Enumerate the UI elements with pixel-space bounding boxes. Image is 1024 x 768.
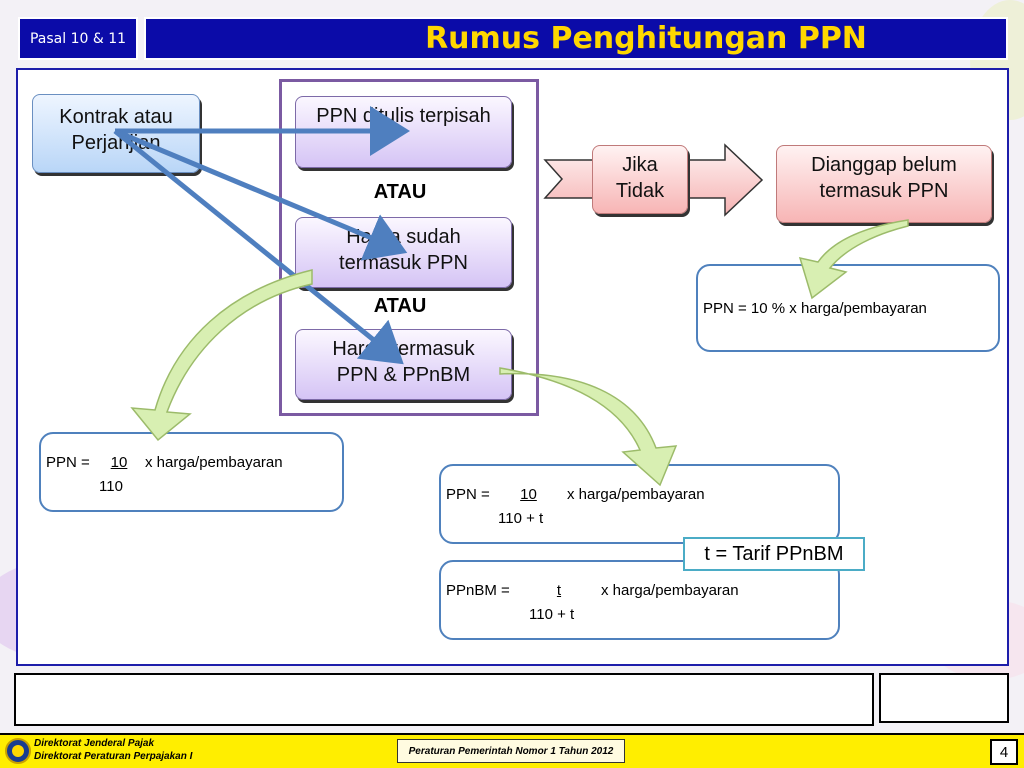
condition-node: Jika Tidak <box>592 145 688 214</box>
arrow-to-ppnbm <box>113 129 404 365</box>
formula-numerator: 10 <box>520 486 537 503</box>
formula-denominator: 110 + t <box>529 606 575 623</box>
footer-organization: Direktorat Jenderal Pajak Direktorat Per… <box>34 737 192 763</box>
formula-box-ppnbm: PPnBM = t x harga/pembayaran 110 + t <box>439 560 840 640</box>
logo-emblem <box>5 738 31 764</box>
notes-box <box>14 673 874 726</box>
title-bar: Rumus Penghitungan PPN <box>144 17 1008 60</box>
formula-lhs: PPN = <box>446 486 494 503</box>
formula-multiplier: x harga/pembayaran <box>601 582 739 599</box>
section-tag: Pasal 10 & 11 <box>18 17 138 60</box>
result-node: Dianggap belum termasuk PPN <box>776 145 992 223</box>
formula-numerator: t <box>556 582 562 599</box>
arrow-to-inclusive <box>114 128 408 261</box>
page-title: Rumus Penghitungan PPN <box>425 21 867 56</box>
formula-box-separate: PPN = 10 % x harga/pembayaran <box>696 264 1000 352</box>
tarif-note: t = Tarif PPnBM <box>683 537 865 571</box>
formula-box-inclusive: PPN = 10 x harga/pembayaran 110 <box>39 432 344 512</box>
footer-org-line2: Direktorat Peraturan Perpajakan I <box>34 751 193 762</box>
footer-org-line1: Direktorat Jenderal Pajak <box>34 738 155 749</box>
formula-denominator: 110 + t <box>498 510 544 527</box>
footer-regulation: Peraturan Pemerintah Nomor 1 Tahun 2012 <box>397 739 625 763</box>
formula-separate-text: PPN = 10 % x harga/pembayaran <box>703 300 927 317</box>
separator-label: ATAU <box>373 295 427 317</box>
separator-label: ATAU <box>373 181 427 203</box>
curved-arrow-ppnbm <box>499 367 678 487</box>
formula-box-ppnbm-ppn: PPN = 10 x harga/pembayaran 110 + t <box>439 464 840 544</box>
formula-multiplier: x harga/pembayaran <box>145 454 283 471</box>
formula-numerator: 10 <box>110 454 128 471</box>
curved-arrow-result <box>798 219 909 300</box>
formula-multiplier: x harga/pembayaran <box>567 486 705 503</box>
page-number: 4 <box>990 739 1018 765</box>
side-box <box>879 673 1009 723</box>
formula-lhs: PPnBM = <box>446 582 514 599</box>
formula-lhs: PPN = <box>46 454 94 471</box>
options-frame <box>279 79 539 416</box>
curved-arrow-inclusive <box>130 269 313 442</box>
formula-denominator: 110 <box>99 478 123 495</box>
